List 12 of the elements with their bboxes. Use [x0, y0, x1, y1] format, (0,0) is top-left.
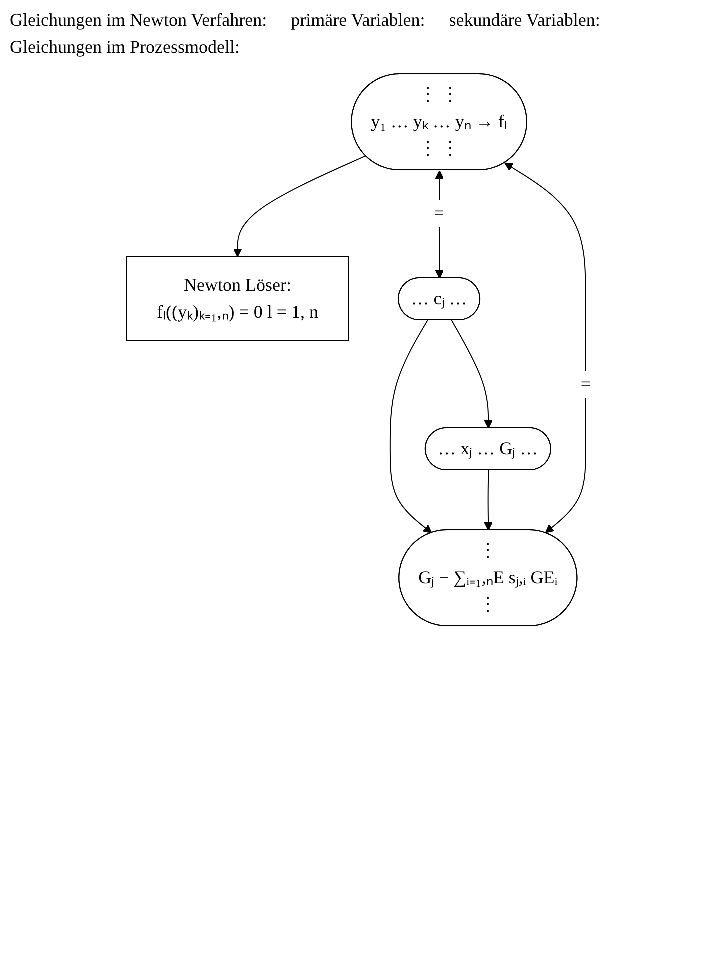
- section-heading: Gleichungen im Prozessmodell:: [10, 37, 240, 58]
- arrow: [233, 156, 366, 258]
- node-box: Newton Löser: fₗ((yₖ)ₖ₌₁,ₙ) = 0 l = 1, n: [126, 256, 350, 342]
- arrow: [484, 470, 493, 531]
- section-heading: primäre Variablen:: [291, 10, 426, 31]
- arrow: [504, 162, 586, 534]
- arrow: [390, 320, 432, 534]
- arrow: [451, 320, 493, 429]
- edge-label: =: [580, 374, 591, 394]
- edge-label: =: [434, 202, 444, 223]
- section-heading: Gleichungen im Newton Verfahren:: [10, 10, 268, 31]
- section-heading: sekundäre Variablen:: [449, 10, 600, 31]
